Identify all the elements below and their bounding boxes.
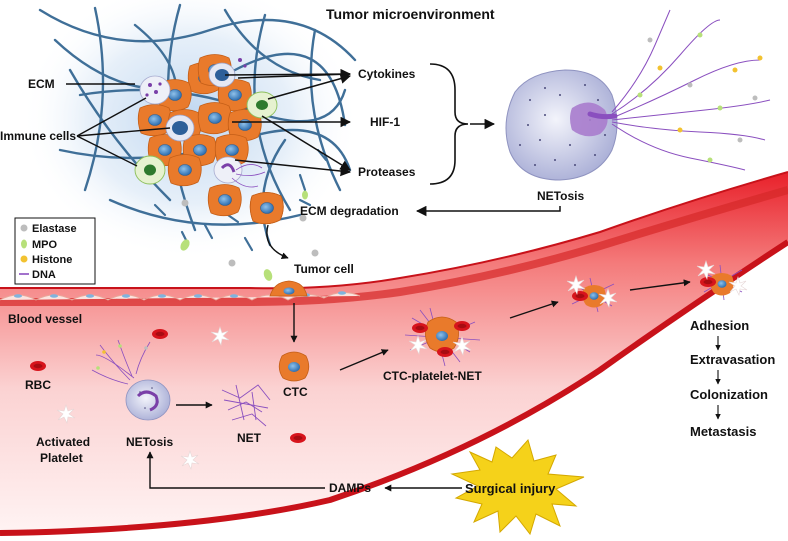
escaping-tumor-cell: [249, 192, 284, 225]
immune-cell-green-right: [246, 91, 278, 119]
arrow-adhesion-to-extravasation: [629, 279, 691, 291]
label-netosis-top: NETosis: [537, 189, 584, 203]
legend-histone-icon: [20, 255, 28, 263]
legend-dna: DNA: [32, 269, 56, 281]
surgical-injury-burst: Surgical injury: [450, 438, 585, 536]
title: Tumor microenvironment: [326, 6, 495, 22]
net-web: [221, 384, 271, 427]
blood-vessel: [0, 171, 788, 536]
legend-histone: Histone: [32, 254, 72, 266]
legend-elastase: Elastase: [32, 223, 77, 235]
rbc-cell: [290, 433, 306, 443]
immune-cell-green-left: [134, 155, 166, 185]
tme-granules: [180, 190, 319, 281]
legend-mpo-icon: [21, 239, 27, 249]
label-tumor-cell: Tumor cell: [294, 262, 354, 276]
complex-adhering-1: [566, 275, 618, 313]
label-ctc-platelet-net: CTC-platelet-NET: [383, 369, 482, 383]
cascade-adhesion: Adhesion: [690, 318, 749, 333]
rbc-cell: [30, 361, 46, 371]
factors-brace: [429, 63, 469, 185]
ctc-cell: [278, 351, 310, 382]
immune-cell-macrophage: [139, 75, 171, 105]
label-ecm: ECM: [28, 77, 55, 91]
arrow-damps-to-netosis: [146, 451, 325, 489]
legend: Elastase MPO Histone DNA: [14, 217, 96, 285]
label-activated-platelet-1: Activated: [36, 435, 90, 449]
complex-adhering-2: [696, 260, 748, 301]
cascade-metastasis: Metastasis: [690, 424, 756, 439]
cascade-extravasation: Extravasation: [690, 352, 775, 367]
legend-elastase-icon: [20, 224, 28, 232]
legend-mpo: MPO: [32, 239, 58, 251]
label-immune-cells: Immune cells: [0, 129, 76, 143]
label-ctc: CTC: [283, 385, 308, 399]
intravasating-tumor-cell: [269, 280, 308, 297]
label-proteases: Proteases: [358, 165, 416, 179]
label-netosis-bottom: NETosis: [126, 435, 173, 449]
factor-arrows: [224, 68, 352, 177]
label-damps: DAMPs: [329, 481, 371, 495]
ctc-platelet-net-complex: [404, 307, 481, 367]
label-activated-platelet-2: Platelet: [40, 451, 83, 465]
metastatic-cascade: Adhesion Extravasation Colonization Meta…: [690, 318, 775, 439]
rbc-cell: [152, 329, 168, 339]
label-cytokines: Cytokines: [358, 67, 416, 81]
label-rbc: RBC: [25, 378, 51, 392]
label-net: NET: [237, 431, 262, 445]
immune-cell-lymphocyte-top: [208, 58, 247, 88]
immune-pointer-lines: [76, 97, 171, 167]
immune-cell-lymphocyte-mid: [165, 114, 195, 142]
arrow-complex-to-adhesion: [509, 300, 559, 319]
neutrophil-netosis-large: [505, 9, 771, 181]
label-surgical-injury: Surgical injury: [465, 481, 556, 496]
label-blood-vessel: Blood vessel: [8, 312, 82, 326]
arrow-tumor-cell: [266, 224, 289, 260]
label-hif1: HIF-1: [370, 115, 400, 129]
label-ecm-degradation: ECM degradation: [300, 204, 399, 218]
cascade-colonization: Colonization: [690, 387, 768, 402]
arrow-ctc-to-complex: [339, 349, 389, 371]
arrow-ecm-degradation: [415, 205, 561, 217]
neutrophil-netosis-small: [91, 339, 171, 421]
immune-cell-neutrophil-netosis: [213, 156, 266, 188]
